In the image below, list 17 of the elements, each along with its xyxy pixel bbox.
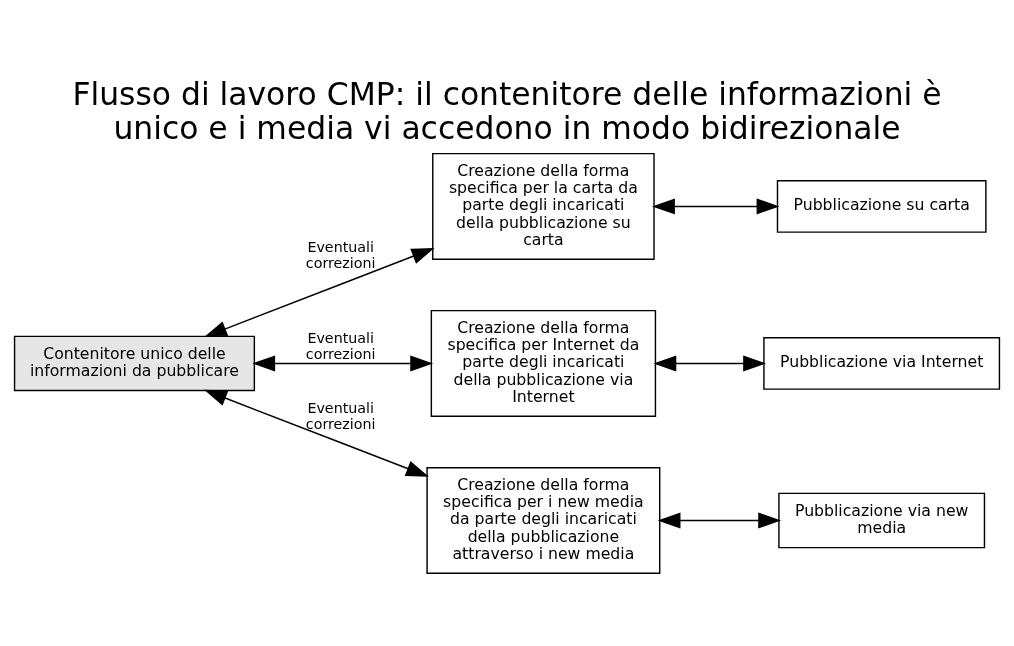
arrow: [252, 354, 434, 371]
arrow: [204, 247, 435, 337]
node-box: Pubblicazione via Internet: [763, 336, 1001, 390]
edge-label: Eventuali correzioni: [305, 399, 376, 432]
edge-label: Eventuali correzioni: [305, 329, 376, 362]
node-box: Pubblicazione su carta: [776, 179, 987, 233]
node-box: Creazione della forma specifica per Internet da parte degli incaricati della pubblicazione via Internet: [430, 309, 657, 417]
diagram-title: Flusso di lavoro CMP: il contenitore delle informazioni è unico e i media vi accedono in modo bidirezionale: [72, 75, 942, 146]
node-box: Pubblicazione via new media: [778, 492, 986, 548]
arrow: [653, 354, 767, 371]
arrow: [204, 389, 429, 477]
node-box: Contenitore unico delle informazioni da pubblicare: [13, 335, 256, 391]
arrow: [652, 197, 780, 214]
node-box: Creazione della forma specifica per la carta da parte degli incaricati della pubblicazione su carta: [432, 152, 655, 260]
arrow: [657, 511, 782, 528]
node-box: Creazione della forma specifica per i new media da parte degli incaricati della pubblicazione attraverso i new media: [426, 466, 661, 574]
edge-label: Eventuali correzioni: [305, 238, 376, 271]
